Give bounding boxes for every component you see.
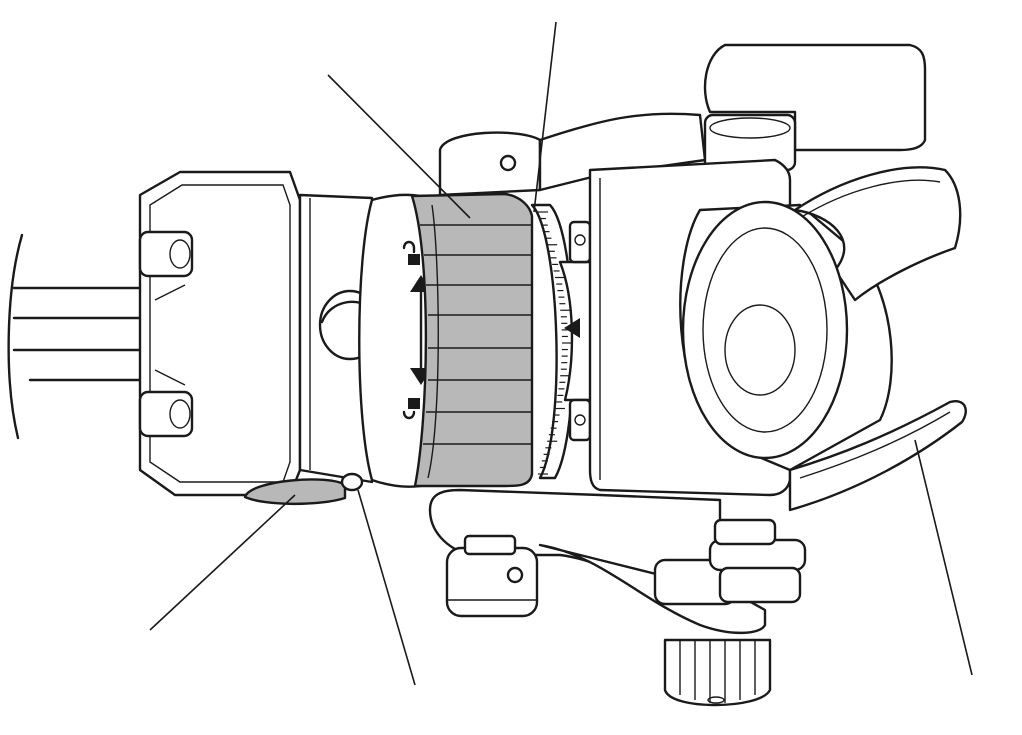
lock-open-icon	[402, 240, 420, 265]
leader-lever	[914, 439, 973, 676]
left-tube	[7, 233, 142, 440]
cup-assembly	[679, 166, 967, 512]
upper-mount	[438, 43, 927, 197]
lower-right-knob	[653, 518, 807, 606]
left-bracket	[138, 170, 302, 497]
leader-scale-ring	[533, 21, 557, 213]
pointer-arrow-icon	[564, 318, 580, 338]
central-body	[298, 193, 382, 484]
leader-lower-cap	[149, 494, 296, 631]
lock-closed-icon	[402, 398, 420, 420]
lock-ring-collar	[358, 193, 432, 488]
leader-lines	[149, 21, 973, 686]
lower-screw-cap	[243, 472, 364, 506]
leader-locking-ring	[327, 74, 471, 219]
lower-knob	[445, 534, 539, 618]
screw	[506, 566, 524, 584]
scale-ring	[530, 203, 575, 480]
leader-screw	[357, 489, 416, 686]
locking-ring	[410, 192, 534, 488]
inner-ring	[558, 220, 594, 442]
ribbed-knob	[663, 638, 772, 707]
